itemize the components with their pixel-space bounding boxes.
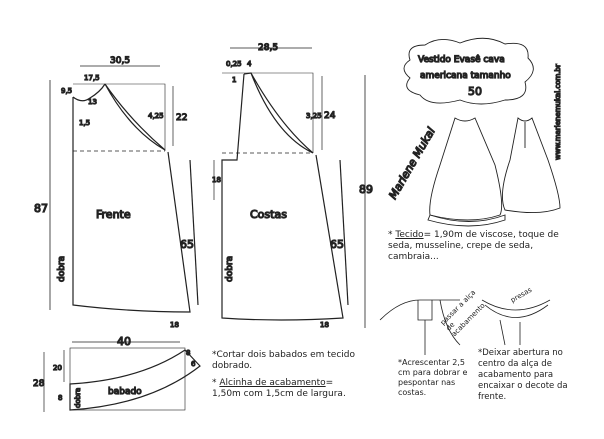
strap-label: Alcinha de acabamento: [219, 378, 326, 388]
opening-note: *Deixar abertura no centro da alça de ac…: [478, 348, 568, 402]
strap-note: * Alcinha de acabamento= 1,50m com 1,5cm…: [212, 378, 346, 399]
back-name: Costas: [250, 208, 287, 221]
front-armhole-depth-label: 22: [176, 113, 187, 123]
front-armhole-bias-label: 4,25: [148, 112, 164, 120]
title-cloud: [403, 37, 534, 105]
fabric-note: * Tecido= 1,90m de viscose, toque de sed…: [388, 230, 559, 262]
front-width-label: 30,5: [110, 56, 130, 66]
back-neck-a-label: 0,25: [226, 60, 242, 68]
front-neck-b-label: 13: [88, 98, 97, 106]
back-armhole-depth-label: 24: [324, 111, 336, 121]
fabric-text: = 1,90m de viscose, toque de seda, musse…: [388, 230, 559, 262]
strap-detail-sketch: [379, 299, 551, 355]
back-fold-mark-label: 18: [212, 176, 221, 184]
add-note: *Acrescentar 2,5 cm para dobrar e pespon…: [398, 358, 468, 397]
ruffle-corner-b-label: 6: [191, 360, 196, 368]
ruffle-corner-a-label: 8: [186, 349, 190, 357]
back-width-label: 28,5: [258, 43, 278, 53]
front-neck-a-label: 1,5: [79, 119, 90, 127]
front-neck-width-label: 17,5: [84, 74, 100, 82]
fabric-label: Tecido: [395, 230, 424, 240]
front-fold-label: dobra: [57, 256, 67, 282]
ruffle-height-bottom-label: 8: [58, 394, 62, 402]
ruffle-piece: [43, 341, 201, 412]
ruffle-name: babado: [108, 387, 142, 397]
front-neck-drop-label: 9,5: [61, 87, 72, 95]
front-side-label: 65: [180, 238, 194, 251]
front-piece: [49, 65, 199, 313]
front-length-label: 87: [34, 202, 48, 215]
ruffle-total-label: 28: [33, 379, 45, 389]
back-neck-b-label: 4: [247, 60, 252, 68]
strap-text: = 1,50m com 1,5cm de largura.: [212, 378, 346, 399]
back-armhole-bias-label: 3,25: [306, 112, 322, 120]
title-line2: americana tamanho: [420, 71, 511, 81]
title-line1: Vestido Evasê cava: [418, 54, 505, 65]
ruffle-fold-label: dobra: [74, 388, 82, 408]
back-fold-label: dobra: [225, 256, 235, 282]
title-line3: 50: [468, 85, 482, 98]
back-piece: [213, 47, 366, 328]
signature: Marlene Mukai: [386, 125, 437, 201]
back-hem-label: 18: [320, 321, 329, 329]
ruffle-height-top-label: 20: [53, 364, 62, 372]
back-side-label: 65: [330, 238, 344, 251]
back-neck-drop-label: 1: [232, 76, 236, 84]
ruffle-cut-note: *Cortar dois babados em tecido dobrado.: [212, 350, 355, 371]
ruffle-width-label: 40: [117, 335, 131, 348]
website-text: www.marlenemukai.com.br: [554, 64, 562, 160]
front-name: Frente: [96, 208, 131, 221]
dress-back-illustration: [501, 117, 561, 213]
front-hem-label: 18: [170, 321, 179, 329]
dress-front-illustration: [427, 117, 506, 227]
back-length-label: 89: [359, 183, 373, 196]
